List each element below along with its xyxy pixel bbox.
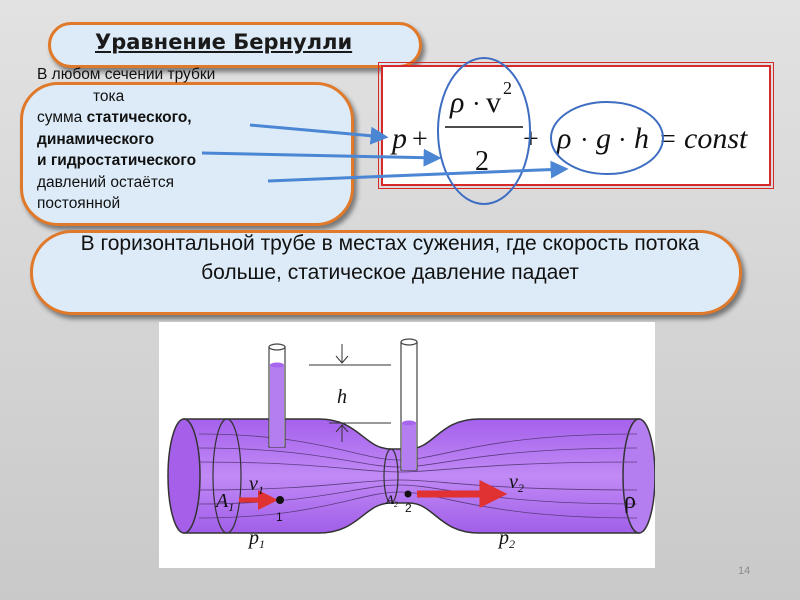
v2-label: v2 xyxy=(509,471,524,495)
arrow-hydrostatic xyxy=(267,160,569,183)
desc-line-7: постоянной xyxy=(37,195,121,212)
venturi-tube-diagram: h v1 v2 A1 A2 p1 p2 1 2 ρ xyxy=(159,322,655,568)
description-text: В любом сечении трубки тока сумма статич… xyxy=(37,64,357,215)
height-marker xyxy=(309,344,391,442)
formula-g: g xyxy=(596,122,611,155)
note-text: В горизонтальной трубе в местах сужения,… xyxy=(80,232,700,284)
formula-rho-2: ρ xyxy=(556,122,571,155)
desc-static-term: статического, xyxy=(86,109,192,126)
formula-dot-2: · xyxy=(580,125,589,154)
height-label: h xyxy=(337,386,347,408)
point-2-label: 2 xyxy=(405,501,412,515)
formula-exponent: 2 xyxy=(503,78,512,98)
tube-2-level xyxy=(402,420,416,426)
A1-label: A1 xyxy=(214,490,234,514)
section-A1 xyxy=(212,418,242,534)
section-A2 xyxy=(383,448,399,504)
point-1-label: 1 xyxy=(276,510,283,524)
p1-label: p1 xyxy=(247,527,265,551)
desc-line-2: тока xyxy=(93,87,125,105)
v1-label: v1 xyxy=(249,473,264,497)
desc-line-3-prefix: сумма xyxy=(37,109,87,126)
pipe-right-end xyxy=(622,418,655,534)
formula-equals: = xyxy=(660,124,676,155)
formula-denominator: 2 xyxy=(475,146,489,177)
desc-hydrostatic-term: и гидростатического xyxy=(37,152,197,169)
note-banner xyxy=(30,230,742,315)
formula-plus-2: + xyxy=(523,124,539,155)
dynamic-term-ellipse xyxy=(437,57,531,205)
hydrostatic-term-ellipse xyxy=(550,101,664,175)
arrow-static xyxy=(249,123,389,145)
p2-label: p2 xyxy=(497,527,515,551)
slide-title: Уравнение Бернулли xyxy=(95,30,353,54)
tube-1-top xyxy=(268,343,286,351)
formula-dot-3: · xyxy=(618,125,627,154)
desc-dynamic-term: динамического xyxy=(37,130,155,148)
point-2-marker xyxy=(404,490,412,498)
A2-label: A2 xyxy=(385,492,398,509)
formula-dot-1: · xyxy=(472,89,481,118)
page-number: 14 xyxy=(738,565,751,577)
formula-p: p xyxy=(390,122,407,155)
title-banner xyxy=(48,22,422,68)
tube-2-fluid xyxy=(402,423,416,470)
pipe-left-end xyxy=(167,418,201,534)
formula-v: v xyxy=(486,86,501,119)
tube-2-top xyxy=(400,338,418,346)
formula-h: h xyxy=(634,122,649,155)
formula-rho-1: ρ xyxy=(449,86,464,119)
tube-1-fluid xyxy=(270,365,284,447)
streamlines xyxy=(198,433,638,519)
arrow-dynamic xyxy=(201,148,442,167)
tube-1-level xyxy=(270,362,284,368)
desc-line-6: давлений остаётся xyxy=(37,173,174,191)
formula-plus-1: + xyxy=(412,124,428,155)
desc-line-1: В любом сечении трубки xyxy=(37,66,216,83)
formula-box xyxy=(378,62,774,189)
point-1-marker xyxy=(276,496,284,504)
density-label: ρ xyxy=(624,488,636,514)
formula-const: const xyxy=(684,122,748,155)
desc-line-3: сумма статического, xyxy=(37,107,357,129)
